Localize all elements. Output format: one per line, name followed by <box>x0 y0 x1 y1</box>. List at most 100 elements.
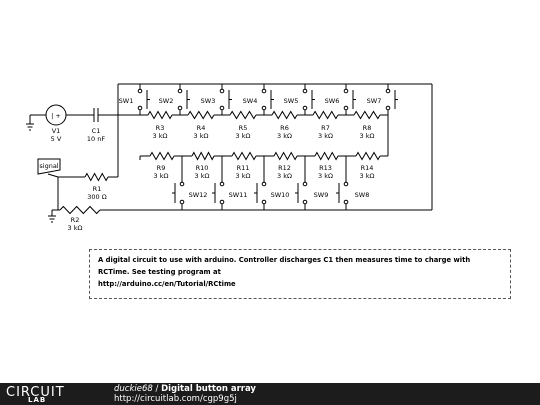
label-r3: R3 <box>156 124 165 132</box>
label-r6: R6 <box>280 124 289 132</box>
label-sw5: SW5 <box>284 97 299 105</box>
wire-signal <box>47 173 59 178</box>
switch-terminal <box>343 88 349 94</box>
value-r11: 3 kΩ <box>236 172 251 180</box>
switch-sw4 <box>261 88 274 111</box>
switch-terminal <box>137 105 143 111</box>
switch-sw5 <box>302 88 315 111</box>
r1-value-label: 300 Ω <box>87 193 106 201</box>
switch-terminal <box>385 88 391 94</box>
label-sw7: SW7 <box>367 97 382 105</box>
author-link[interactable]: duckie68 <box>114 384 153 394</box>
label-sw11: SW11 <box>229 191 248 199</box>
circuitlab-logo[interactable]: CIRCUIT <box>6 385 65 400</box>
switch-terminal <box>177 105 183 111</box>
r2-value-label: 3 kΩ <box>68 224 83 232</box>
value-r7: 3 kΩ <box>318 132 333 140</box>
label-r5: R5 <box>239 124 248 132</box>
value-r4: 3 kΩ <box>194 132 209 140</box>
voltage-source-v1 <box>45 104 67 126</box>
switch-terminal <box>219 88 225 94</box>
label-r7: R7 <box>321 124 330 132</box>
switch-terminal <box>261 105 267 111</box>
label-sw4: SW4 <box>243 97 258 105</box>
label-sw12: SW12 <box>189 191 208 199</box>
title-separator: / <box>152 384 162 394</box>
value-r3: 3 kΩ <box>153 132 168 140</box>
value-r13: 3 kΩ <box>318 172 333 180</box>
switch-terminal <box>261 199 267 205</box>
label-sw3: SW3 <box>201 97 216 105</box>
switch-terminal <box>343 181 349 187</box>
resistor-r10 <box>191 151 215 161</box>
label-r11: R11 <box>237 164 250 172</box>
switch-terminal <box>219 105 225 111</box>
switch-terminal <box>302 199 308 205</box>
resistor-r8 <box>353 110 381 120</box>
switch-terminal <box>385 105 391 111</box>
value-r12: 3 kΩ <box>277 172 292 180</box>
description-note: A digital circuit to use with arduino. C… <box>89 249 511 299</box>
r2-name-label: R2 <box>71 216 80 224</box>
circuitlab-logo-sub: LAB <box>28 396 47 404</box>
ground-icon <box>48 210 56 223</box>
switch-terminal <box>343 199 349 205</box>
note-line-2: http://arduino.cc/en/Tutorial/RCtime <box>98 280 236 288</box>
circuit-name: Digital button array <box>161 384 256 394</box>
switch-terminal <box>137 88 143 94</box>
c1-value-label: 10 nF <box>87 135 105 143</box>
label-r13: R13 <box>319 164 332 172</box>
resistor-r3 <box>147 110 173 120</box>
circuit-url[interactable]: http://circuitlab.com/cgp9g5j <box>114 394 237 404</box>
c1-name-label: C1 <box>92 127 101 135</box>
switch-terminal <box>302 105 308 111</box>
label-sw9: SW9 <box>314 191 329 199</box>
v1-polarity-symbol: | + <box>51 112 61 120</box>
circuit-title: duckie68 / Digital button array <box>114 384 256 394</box>
switch-sw3 <box>219 88 232 111</box>
label-r14: R14 <box>361 164 374 172</box>
resistor-r1 <box>84 172 109 182</box>
value-r8: 3 kΩ <box>360 132 375 140</box>
v1-name-label: V1 <box>52 127 61 135</box>
value-r10: 3 kΩ <box>195 172 210 180</box>
resistor-r4 <box>187 110 215 120</box>
label-sw10: SW10 <box>271 191 290 199</box>
r1-name-label: R1 <box>93 185 102 193</box>
ground-icon <box>26 118 34 131</box>
value-r9: 3 kΩ <box>154 172 169 180</box>
label-sw8: SW8 <box>355 191 370 199</box>
label-sw1: SW1 <box>119 97 134 105</box>
switch-terminal <box>302 88 308 94</box>
switch-sw6 <box>343 88 356 111</box>
resistor-r9 <box>149 151 175 161</box>
switch-terminal <box>219 199 225 205</box>
switch-terminal <box>177 88 183 94</box>
switch-sw2 <box>177 88 190 111</box>
resistor-r11 <box>231 151 257 161</box>
switch-sw12 <box>172 181 185 205</box>
switch-sw9 <box>295 181 308 205</box>
resistor-r12 <box>273 151 298 161</box>
resistor-r5 <box>229 110 257 120</box>
resistor-r7 <box>312 110 339 120</box>
footer-bar: CIRCUIT LAB duckie68 / Digital button ar… <box>0 383 540 405</box>
switch-terminal <box>302 181 308 187</box>
resistor-r6 <box>271 110 298 120</box>
label-r12: R12 <box>278 164 291 172</box>
label-sw2: SW2 <box>159 97 174 105</box>
value-r14: 3 kΩ <box>360 172 375 180</box>
label-r4: R4 <box>197 124 206 132</box>
switch-sw7 <box>385 88 398 111</box>
signal-label: signal <box>39 162 58 170</box>
wires <box>29 83 433 211</box>
switch-sw10 <box>254 181 267 205</box>
resistor-r13 <box>314 151 339 161</box>
switch-sw1 <box>137 88 150 111</box>
label-r9: R9 <box>157 164 166 172</box>
signal-tag <box>37 158 61 175</box>
switch-terminal <box>179 181 185 187</box>
resistor-r2 <box>59 205 101 215</box>
